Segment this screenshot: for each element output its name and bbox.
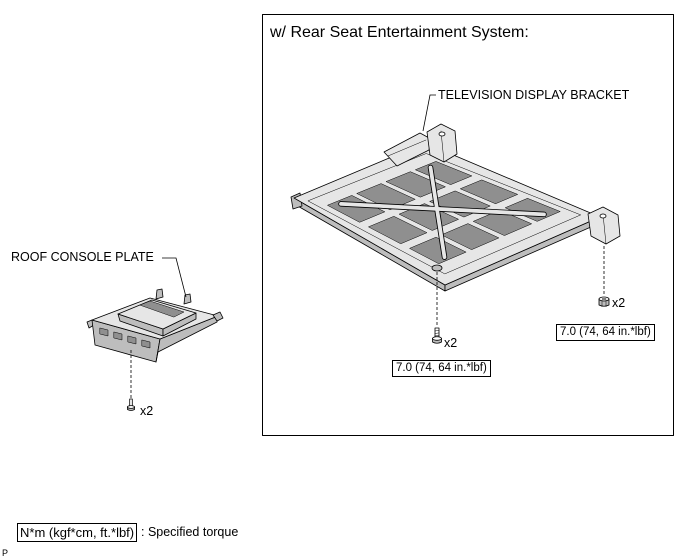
- variant-title: w/ Rear Seat Entertainment System:: [270, 24, 529, 41]
- tv-bracket-bolt-quantity: x2: [444, 336, 458, 350]
- bracket-cutout: [385, 171, 446, 198]
- console-connector: [141, 339, 151, 349]
- bracket-rib: [428, 165, 447, 260]
- bolt-thread: [434, 335, 440, 337]
- bolt-icon: [432, 327, 442, 344]
- console-hook: [183, 293, 192, 305]
- bracket-cross-ribs: [338, 164, 547, 260]
- bracket-top-mount-hole: [438, 131, 446, 137]
- tv-bracket-leader-line: [422, 94, 436, 132]
- tv-display-bracket-drawing: [290, 123, 621, 292]
- bracket-cutout: [409, 236, 467, 264]
- console-hook: [212, 311, 224, 322]
- variant-frame: [262, 14, 674, 436]
- bolt-thread: [434, 332, 440, 334]
- bracket-bottom-boss: [431, 264, 443, 272]
- console-connector: [127, 335, 137, 345]
- bracket-rib: [339, 201, 546, 217]
- bracket-cutout: [441, 223, 500, 250]
- tv-bracket-bolt-torque: 7.0 (74, 64 in.*lbf): [392, 360, 491, 377]
- bracket-right-mount-hole: [599, 213, 607, 219]
- console-hook: [155, 288, 164, 300]
- console-connector: [99, 327, 109, 337]
- tv-bracket-nut-quantity: x2: [612, 296, 626, 310]
- torque-legend-box: N*m (kgf*cm, ft.*lbf): [17, 523, 138, 542]
- bracket-cutout: [460, 179, 518, 204]
- roof-console-leader-line: [162, 257, 187, 298]
- bolt-flange: [432, 336, 442, 341]
- bracket-cutout: [368, 216, 428, 244]
- bracket-flap-edge: [387, 139, 427, 157]
- console-strap: [139, 300, 185, 318]
- roof-console-screw-quantity: x2: [140, 404, 154, 418]
- nut-top: [598, 296, 610, 302]
- nut-icon: [598, 296, 610, 307]
- screw-head-top: [127, 405, 135, 409]
- bracket-plate-rim: [307, 153, 581, 275]
- bracket-right-mount-edge: [602, 213, 607, 245]
- torque-legend-description: : Specified torque: [141, 525, 239, 539]
- roof-console-plate-drawing: [86, 288, 224, 363]
- page-marker: P: [2, 548, 9, 558]
- tv-bracket-label: TELEVISION DISPLAY BRACKET: [438, 88, 630, 102]
- tv-bracket-nut-torque: 7.0 (74, 64 in.*lbf): [556, 324, 655, 341]
- roof-console-plate-label: ROOF CONSOLE PLATE: [11, 250, 154, 264]
- screw-icon: [127, 398, 135, 411]
- nut-hole: [601, 297, 607, 301]
- bolt-thread: [434, 330, 440, 332]
- console-connector: [113, 331, 123, 341]
